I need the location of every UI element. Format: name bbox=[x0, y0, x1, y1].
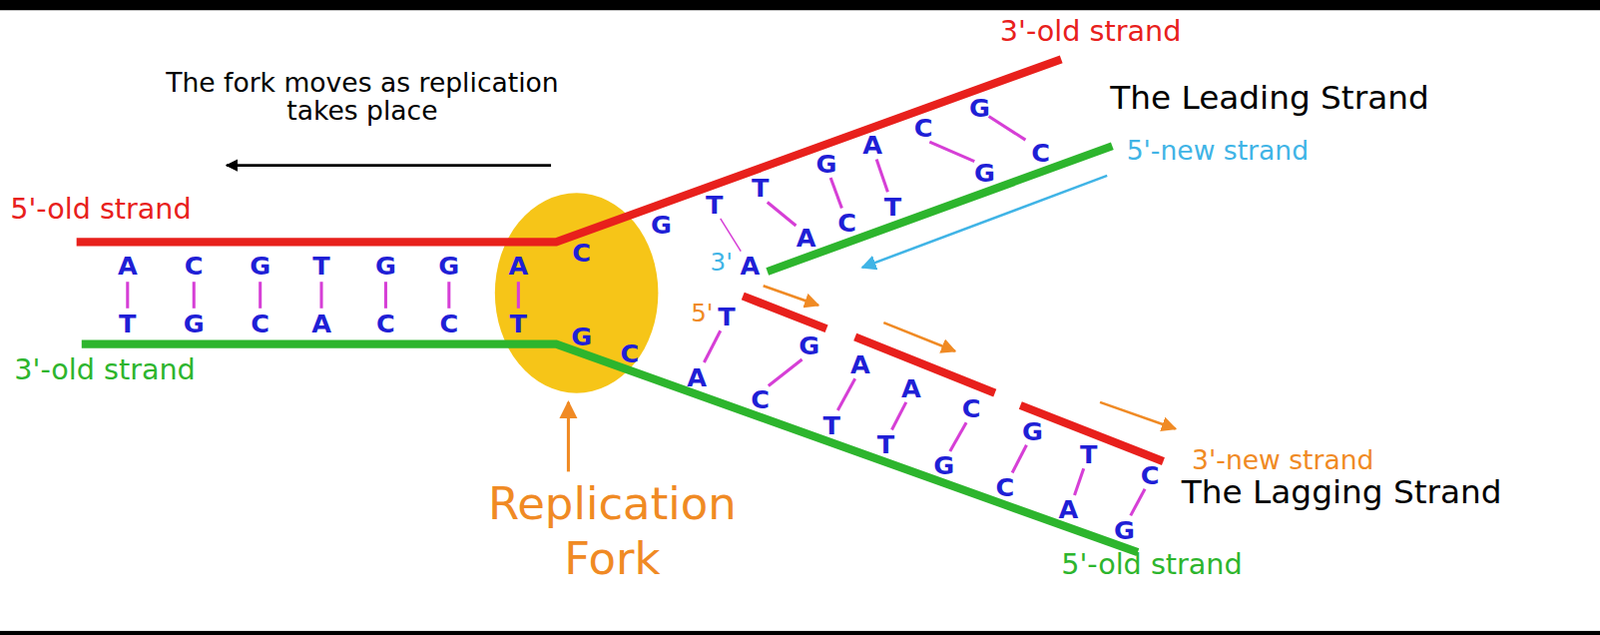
base-letter: C bbox=[619, 340, 639, 367]
end-label: 5' bbox=[690, 301, 713, 328]
end-label: 3' bbox=[710, 250, 733, 277]
strand-label: 3'-old strand bbox=[1000, 15, 1181, 46]
base-letter: C bbox=[1140, 462, 1160, 489]
base-letter: T bbox=[822, 412, 840, 439]
base-letter: A bbox=[850, 351, 871, 378]
base-letter: T bbox=[877, 431, 895, 458]
base-letter: C bbox=[996, 474, 1016, 501]
leader-arrow bbox=[566, 402, 570, 473]
base-letter: A bbox=[901, 375, 922, 402]
base-letter: C bbox=[837, 209, 857, 236]
base-letter: T bbox=[751, 174, 769, 201]
base-letter: A bbox=[686, 364, 707, 391]
strand-title: The Leading Strand bbox=[1109, 81, 1429, 116]
base-letter: G bbox=[438, 252, 460, 279]
synthesis-arrow bbox=[883, 322, 956, 352]
strand-label: 5'-old strand bbox=[9, 193, 191, 224]
strand-label: 3'-old strand bbox=[13, 355, 195, 386]
base-letter: G bbox=[650, 211, 672, 238]
base-letter: G bbox=[249, 252, 271, 279]
base-letter: T bbox=[717, 303, 735, 330]
base-letter: A bbox=[117, 252, 138, 279]
okazaki-fragment bbox=[855, 336, 996, 393]
base-letter: G bbox=[974, 159, 996, 186]
base-letter: C bbox=[1031, 139, 1051, 166]
base-letter: C bbox=[571, 239, 591, 266]
base-letter: A bbox=[1058, 496, 1078, 523]
base-letter: G bbox=[798, 332, 820, 359]
base-letter: G bbox=[969, 94, 991, 121]
strand-label: 5'-old strand bbox=[1061, 548, 1242, 579]
base-letter: G bbox=[933, 452, 955, 479]
base-letter: A bbox=[796, 224, 817, 251]
leader-arrow bbox=[862, 175, 1107, 268]
okazaki-fragment bbox=[742, 296, 827, 330]
base-letter: G bbox=[183, 310, 205, 337]
base-letter: C bbox=[962, 395, 982, 422]
base-letter: G bbox=[816, 150, 838, 177]
ground bbox=[0, 9, 1600, 631]
base-letter: C bbox=[250, 310, 270, 337]
base-letter: C bbox=[376, 310, 396, 337]
base-letter: G bbox=[570, 323, 592, 350]
base-letter: C bbox=[914, 114, 934, 141]
synthesis-arrow bbox=[1099, 402, 1176, 430]
base-letter: A bbox=[508, 252, 529, 279]
synthesis-arrow bbox=[763, 285, 819, 305]
strand-label: 5'-new strand bbox=[1126, 136, 1309, 165]
leading-new-strand bbox=[767, 145, 1113, 272]
base-letter: G bbox=[1113, 517, 1135, 543]
base-letter: T bbox=[1079, 441, 1097, 468]
base-letter: A bbox=[862, 131, 883, 158]
base-letter: T bbox=[118, 310, 136, 337]
direction-arrow bbox=[226, 163, 551, 167]
base-letter: A bbox=[311, 310, 332, 337]
base-letter: T bbox=[510, 310, 528, 337]
strand-label: 3'-new strand bbox=[1191, 447, 1374, 476]
base-letter: T bbox=[312, 252, 330, 279]
base-letter: T bbox=[884, 193, 902, 220]
base-letter: G bbox=[1022, 418, 1044, 445]
base-pair-bonds bbox=[127, 116, 1145, 517]
base-letter: C bbox=[439, 310, 459, 337]
base-letter: T bbox=[705, 191, 723, 218]
direction-note: The fork moves as replication takes plac… bbox=[147, 69, 576, 126]
strand-title: The Lagging Strand bbox=[1181, 475, 1503, 510]
base-letter: C bbox=[184, 252, 204, 279]
base-letter: A bbox=[740, 252, 761, 279]
fork-label: Replication Fork bbox=[439, 478, 787, 586]
base-letter: G bbox=[375, 252, 397, 279]
fork-ellipse bbox=[495, 192, 659, 393]
base-letter: C bbox=[750, 386, 770, 413]
